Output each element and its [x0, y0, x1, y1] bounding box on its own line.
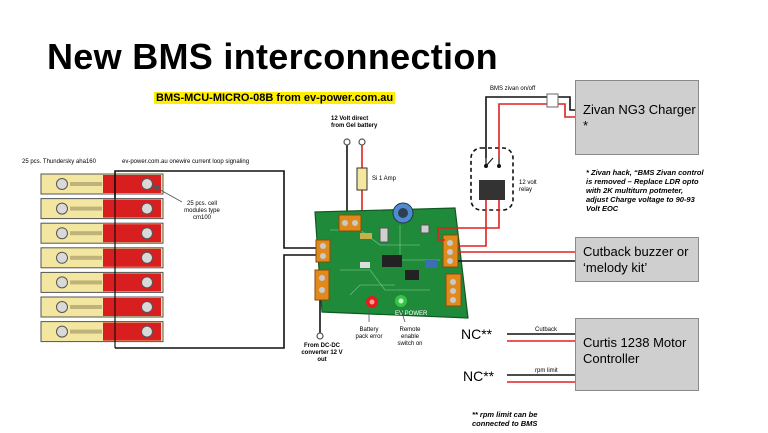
fuse-symbol: [356, 167, 368, 191]
onewire-loop-wires: [114, 170, 317, 349]
pcb-silkscreen-text: EV POWER: [395, 311, 428, 317]
relay: [470, 147, 514, 211]
battery-cell-row: [40, 247, 164, 269]
battery-error-label: Battery pack error: [355, 327, 383, 340]
curtis-controller-label: Curtis 1238 Motor Controller: [583, 335, 687, 366]
relay-label: 12 volt relay: [519, 180, 537, 193]
battery-cell-row: [40, 173, 164, 195]
cutback-buzzer-label: Cutback buzzer or ‘melody kit’: [583, 244, 689, 275]
relay-coil-wires: [437, 200, 500, 247]
nc-label-1: NC**: [461, 326, 493, 342]
curtis-nc-wires: [507, 333, 575, 383]
cutback-wire-label: Cutback: [535, 327, 558, 333]
page-title: New BMS interconnection: [47, 36, 498, 77]
battery-cell-row: [40, 271, 164, 293]
zivan-hack-note: * Zivan hack, “BMS Zivan control is remo…: [586, 168, 704, 213]
rpm-limit-note: ** rpm limit can be connected to BMS: [472, 410, 538, 428]
gel-battery-label: 12 Volt direct from Gel battery: [331, 116, 378, 129]
zivan-control-wires: [485, 93, 575, 158]
cells-label: 25 pcs. Thundersky aha160: [22, 159, 96, 165]
bms-zivan-label: BMS zivan on/off: [490, 86, 536, 92]
curtis-controller-box: Curtis 1238 Motor Controller: [575, 318, 699, 391]
zivan-charger-label: Zivan NG3 Charger *: [583, 102, 696, 133]
battery-cell-rack: [40, 173, 164, 348]
gel-battery-wires: [343, 138, 366, 218]
dcdc-label: From DC-DC converter 12 V out: [301, 343, 343, 363]
zivan-charger-box: Zivan NG3 Charger *: [575, 80, 699, 155]
cutback-buzzer-wires: [458, 251, 575, 262]
cell-modules-pointer: [152, 185, 183, 203]
battery-cell-row: [40, 222, 164, 244]
dcdc-wire: [316, 300, 324, 340]
onewire-label: ev-power.com.au onewire current loop sig…: [122, 159, 250, 165]
remote-switch-label: Remote enable switch on: [397, 327, 423, 347]
bms-pcb-board: [314, 202, 469, 319]
page-subtitle: BMS-MCU-MICRO-08B from ev-power.com.au: [154, 92, 396, 104]
rpm-wire-label: rpm limit: [535, 368, 558, 374]
battery-cell-row: [40, 321, 164, 343]
nc-label-2: NC**: [463, 368, 495, 384]
fuse-label: Si 1 Amp: [372, 176, 397, 182]
cutback-buzzer-box: Cutback buzzer or ‘melody kit’: [575, 237, 699, 282]
battery-cell-row: [40, 296, 164, 318]
label-pointers: [368, 309, 406, 323]
battery-cell-row: [40, 198, 164, 220]
cell-modules-label: 25 pcs. cell modules type cm100: [184, 201, 220, 221]
